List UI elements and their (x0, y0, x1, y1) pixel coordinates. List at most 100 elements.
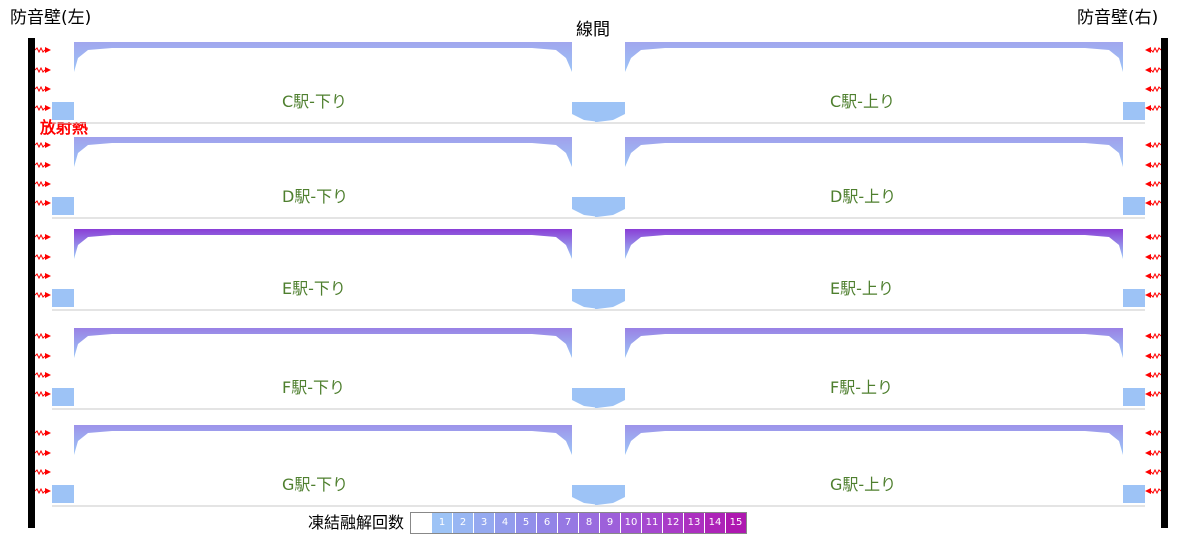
section-panel-left: F駅-下り (52, 328, 602, 410)
radiant-heat-arrow (1145, 487, 1161, 495)
radiant-heat-arrow (35, 46, 51, 54)
sound-barrier-left-label: 防音壁(左) (10, 8, 92, 28)
unaffected-zone (597, 48, 1145, 122)
section-panel-left: E駅-下り (52, 229, 602, 311)
legend-cell (411, 513, 432, 533)
section-panel-left: G駅-下り (52, 425, 602, 507)
radiant-heat-arrow (1145, 371, 1161, 379)
section-panel-right: G駅-上り (595, 425, 1145, 507)
unaffected-zone (52, 143, 600, 217)
unaffected-zone (597, 235, 1145, 309)
section-shape (52, 328, 602, 410)
station-direction-label: G駅-下り (282, 475, 349, 494)
radiant-heat-arrow (35, 468, 51, 476)
section-shape (52, 137, 602, 219)
station-direction-label: C駅-下り (282, 92, 347, 111)
radiant-heat-arrow (1145, 104, 1161, 112)
radiant-heat-arrow (35, 272, 51, 280)
section-shape (595, 137, 1145, 219)
radiant-heat-arrow (1145, 468, 1161, 476)
unaffected-zone (597, 143, 1145, 217)
section-panel-right: D駅-上り (595, 137, 1145, 219)
radiant-heat-arrow (1145, 272, 1161, 280)
unaffected-zone (597, 334, 1145, 408)
section-shape (595, 42, 1145, 124)
radiant-heat-arrow (35, 371, 51, 379)
radiant-heat-arrow (1145, 199, 1161, 207)
section-shape (595, 229, 1145, 311)
radiant-heat-arrow (35, 233, 51, 241)
sound-barrier-right-label: 防音壁(右) (1077, 8, 1159, 28)
section-panel-left: D駅-下り (52, 137, 602, 219)
radiant-heat-arrow (1145, 449, 1161, 457)
legend-cell: 4 (494, 513, 516, 533)
section-panel-left: C駅-下り (52, 42, 602, 124)
legend-cell: 1 (431, 513, 453, 533)
section-shape (52, 425, 602, 507)
legend-cell: 15 (725, 513, 747, 533)
radiant-heat-arrow (1145, 141, 1161, 149)
radiant-heat-arrow (35, 253, 51, 261)
radiant-heat-arrow (1145, 291, 1161, 299)
legend-cell: 13 (683, 513, 705, 533)
radiant-heat-arrow (35, 332, 51, 340)
section-panel-right: E駅-上り (595, 229, 1145, 311)
station-direction-label: E駅-下り (282, 279, 346, 298)
legend-cell: 9 (599, 513, 621, 533)
radiant-heat-arrow (35, 199, 51, 207)
station-direction-label: G駅-上り (830, 475, 897, 494)
radiant-heat-arrow (1145, 233, 1161, 241)
radiant-heat-arrow (35, 390, 51, 398)
radiant-heat-arrow (1145, 390, 1161, 398)
unaffected-zone (52, 235, 600, 309)
radiant-heat-arrow (35, 104, 51, 112)
radiant-heat-arrow (1145, 332, 1161, 340)
station-direction-label: E駅-上り (830, 279, 894, 298)
legend-cell: 7 (557, 513, 579, 533)
radiant-heat-arrow (35, 429, 51, 437)
station-direction-label: D駅-上り (830, 187, 897, 206)
section-shape (52, 229, 602, 311)
unaffected-zone (597, 431, 1145, 505)
radiant-heat-arrow (1145, 180, 1161, 188)
radiant-heat-arrow (1145, 161, 1161, 169)
radiant-heat-arrow (1145, 85, 1161, 93)
legend-cell: 2 (452, 513, 474, 533)
radiant-heat-arrow (1145, 46, 1161, 54)
station-direction-label: D駅-下り (282, 187, 349, 206)
radiant-heat-arrow (35, 85, 51, 93)
track-gap-label: 線間 (576, 20, 610, 40)
section-panel-right: C駅-上り (595, 42, 1145, 124)
legend-cell: 12 (662, 513, 684, 533)
legend-cell: 11 (641, 513, 663, 533)
unaffected-zone (52, 431, 600, 505)
section-panel-right: F駅-上り (595, 328, 1145, 410)
section-shape (52, 42, 602, 124)
radiant-heat-arrow (35, 161, 51, 169)
legend-cell: 14 (704, 513, 726, 533)
radiant-heat-arrow (1145, 352, 1161, 360)
legend-cell: 10 (620, 513, 642, 533)
sound-barrier-left (28, 38, 35, 528)
legend-cell: 3 (473, 513, 495, 533)
radiant-heat-arrow (35, 449, 51, 457)
station-direction-label: F駅-上り (830, 378, 893, 397)
section-shape (595, 328, 1145, 410)
legend-cell: 5 (515, 513, 537, 533)
radiant-heat-arrow (1145, 66, 1161, 74)
unaffected-zone (52, 48, 600, 122)
radiant-heat-arrow (1145, 429, 1161, 437)
sound-barrier-right (1161, 38, 1168, 528)
radiant-heat-arrow (35, 141, 51, 149)
unaffected-zone (52, 334, 600, 408)
radiant-heat-arrow (35, 180, 51, 188)
radiant-heat-arrow (35, 291, 51, 299)
legend-title: 凍結融解回数 (308, 513, 405, 532)
legend-cell: 8 (578, 513, 600, 533)
radiant-heat-arrow (35, 66, 51, 74)
radiant-heat-arrow (35, 352, 51, 360)
station-direction-label: F駅-下り (282, 378, 345, 397)
legend-cell: 6 (536, 513, 558, 533)
